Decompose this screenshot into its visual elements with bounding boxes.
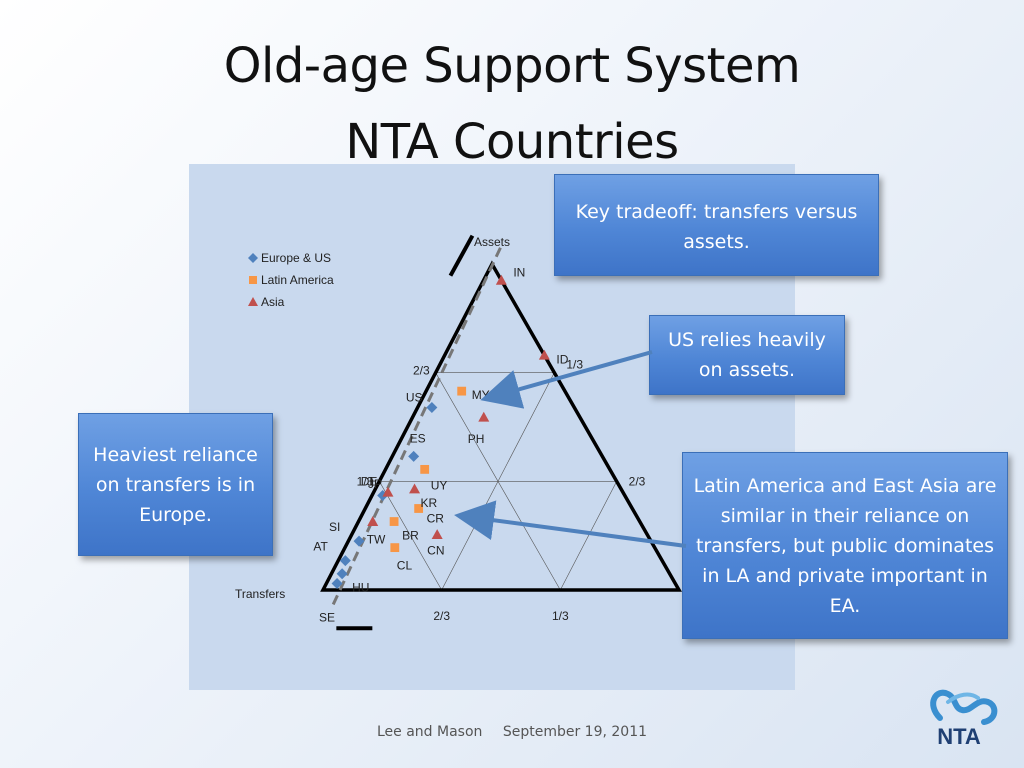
nta-logo-icon: NTA [930,689,998,746]
tradeoff-end-bar-top [448,234,475,277]
tick-bottom-2-3: 2/3 [433,609,450,623]
legend-label-0: Europe & US [261,251,331,265]
data-label-my: MY [472,388,490,402]
data-label-cr: CR [427,512,445,526]
data-point-ph [478,411,490,422]
slide-title: Old-age Support System NTA Countries [0,28,1024,180]
legend-marker-1 [249,276,257,284]
data-point-us [426,401,438,413]
data-point-in [495,274,507,285]
tradeoff-dashed-line [330,247,502,607]
footer-authors: Lee and Mason [376,724,483,740]
tick-right-1-3: 1/3 [566,358,583,372]
data-label-in: IN [513,265,525,279]
legend-marker-2 [248,297,258,306]
data-label-si: SI [329,520,340,534]
callout-key-tradeoff: Key tradeoff: transfers versus assets. [554,174,879,276]
tick-right-2-3: 2/3 [629,474,646,488]
slide-title-line2: NTA Countries [345,114,679,170]
data-label-br: BR [402,529,419,543]
data-point-se [331,577,343,589]
data-label-cl: CL [397,559,413,573]
footer: Lee and Mason September 19, 2011 [0,724,1024,740]
grid-line-other-1 [560,481,617,591]
footer-date: September 19, 2011 [502,724,648,740]
data-point-es [408,450,420,462]
tick-left-2-3: 2/3 [413,364,430,378]
data-point-tw [367,516,379,526]
callout-us-assets: US relies heavily on assets. [649,315,845,395]
vertex-label-transfers: Transfers [235,587,285,601]
data-label-cn: CN [427,544,444,558]
data-label-uy: UY [431,478,448,492]
data-point-uy [420,464,430,474]
legend-marker-0 [248,253,258,263]
data-point-cn [431,529,443,539]
callout-latin-america-asia: Latin America and East Asia are similar … [682,452,1008,639]
logo-text: NTA [937,724,981,746]
tick-left-1-3: 1/3 [357,474,374,488]
data-label-jp: JP [368,477,382,491]
data-point-cr [414,504,424,513]
data-label-kr: KR [421,496,438,510]
data-point-br [389,517,399,526]
data-label-us: US [406,390,423,404]
legend-label-2: Asia [261,295,285,309]
data-point-hu [336,568,348,580]
data-label-hu: HU [352,581,369,595]
data-label-tw: TW [367,533,386,547]
data-label-es: ES [410,431,426,445]
tick-bottom-1-3: 1/3 [552,609,569,623]
data-label-ph: PH [468,432,485,446]
data-point-kr [409,483,421,494]
grid-line-other-0 [441,372,555,591]
ternary-triangle [320,260,683,592]
data-point-jp [382,486,394,497]
data-point-at [339,555,351,567]
vertex-label-assets: Assets [474,235,510,249]
legend-label-1: Latin America [261,273,334,287]
grid-line-transfers-1 [379,481,442,591]
data-label-de: DE [361,474,378,488]
data-point-my [457,386,467,396]
data-label-at: AT [313,540,328,554]
slide-title-line1: Old-age Support System [223,38,801,94]
data-point-cl [390,543,400,553]
data-label-id: ID [556,352,568,366]
data-point-si [353,535,365,547]
data-label-se: SE [319,610,335,624]
callout-europe-transfers: Heaviest reliance on transfers is in Eur… [78,413,273,556]
